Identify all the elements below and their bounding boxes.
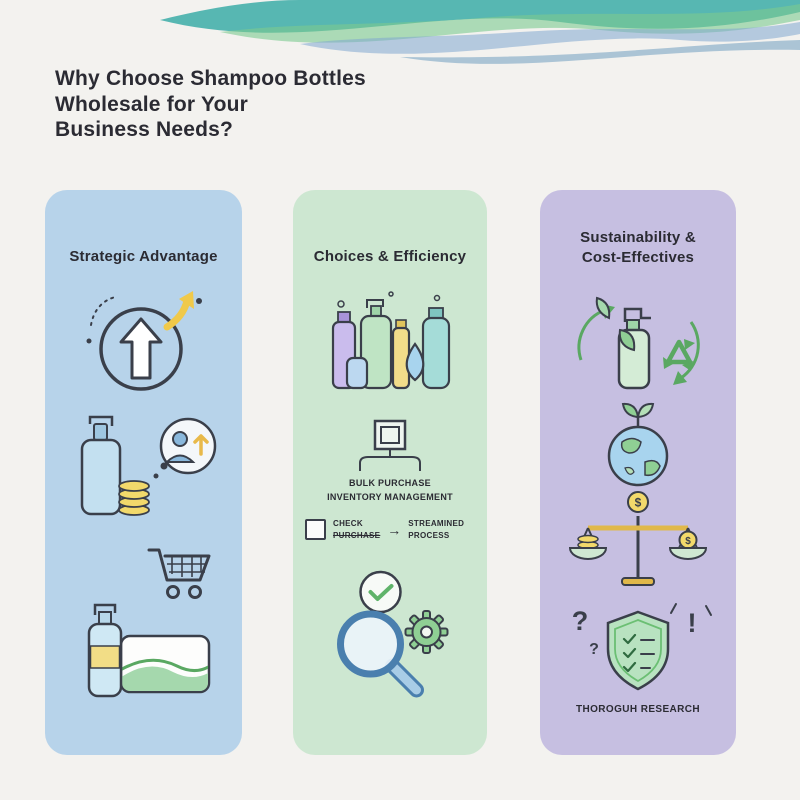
stream-line-1: STREAMINED (408, 519, 465, 528)
exclamation-mark-glyph: ! (688, 608, 697, 638)
bottle-collection-icon (315, 288, 465, 408)
inventory-box-icon (335, 418, 445, 479)
title-line-1: Why Choose Shampoo Bottles (55, 67, 366, 90)
globe-sprout-icon (592, 402, 684, 499)
title-line-2: Wholesale for Your (55, 92, 249, 116)
shopping-cart-icon (145, 542, 220, 607)
streamlined-process-label: STREAMINED PROCESS (408, 518, 464, 541)
balance-scale-icon: $ $ (568, 490, 708, 597)
checkbox-icon (305, 519, 326, 541)
column-strategic-advantage: Strategic Advantage (45, 190, 242, 755)
flow-arrow-icon: → (387, 521, 402, 538)
question-mark-glyph: ? (572, 606, 589, 636)
check-purchase-label: CHECK PURCHASE (333, 518, 380, 541)
stream-line-2: PROCESS (408, 530, 450, 540)
decorative-wave (160, 0, 800, 64)
title-line-3: Business Needs? (55, 118, 234, 142)
top-coin-dollar: $ (635, 496, 642, 510)
bulk-line-1: BULK PURCHASE (349, 478, 431, 488)
bulk-line-2: INVENTORY MANAGEMENT (327, 491, 453, 502)
column-1-title: Strategic Advantage (69, 248, 218, 265)
growth-arrow-icon (79, 285, 209, 400)
eco-bottle-recycle-icon (563, 292, 713, 402)
check-line-1: CHECK (333, 519, 363, 528)
right-coin-dollar: $ (685, 536, 691, 547)
thorough-research-label: THOROGUH RESEARCH (575, 704, 701, 715)
shield-checklist-icon: ? ? ! (558, 592, 718, 703)
column-3-title-line-2: Cost-Effectives (581, 249, 695, 267)
question-mark-small-glyph: ? (589, 641, 599, 658)
column-3-title-line-1: Sustainability & (580, 229, 696, 246)
bottle-coins-customer-icon (64, 408, 224, 535)
bulk-purchase-label: BULK PURCHASE INVENTORY MANAGEMENT (293, 477, 487, 504)
check-line-2: PURCHASE (333, 530, 381, 540)
magnifier-quality-icon (323, 568, 458, 703)
page-title: Why Choose Shampoo Bottles Wholesale for… (55, 66, 366, 143)
column-sustainability-cost: Sustainability & Cost-Effectives (540, 190, 736, 755)
bottle-payment-card-icon (77, 588, 217, 711)
column-2-title: Choices & Efficiency (313, 248, 467, 265)
column-3-title: Sustainability & Cost-Effectives (540, 228, 736, 269)
column-choices-efficiency: Choices & Efficiency (293, 190, 487, 755)
purchase-flow: CHECK PURCHASE → STREAMINED PROCESS (305, 518, 481, 541)
